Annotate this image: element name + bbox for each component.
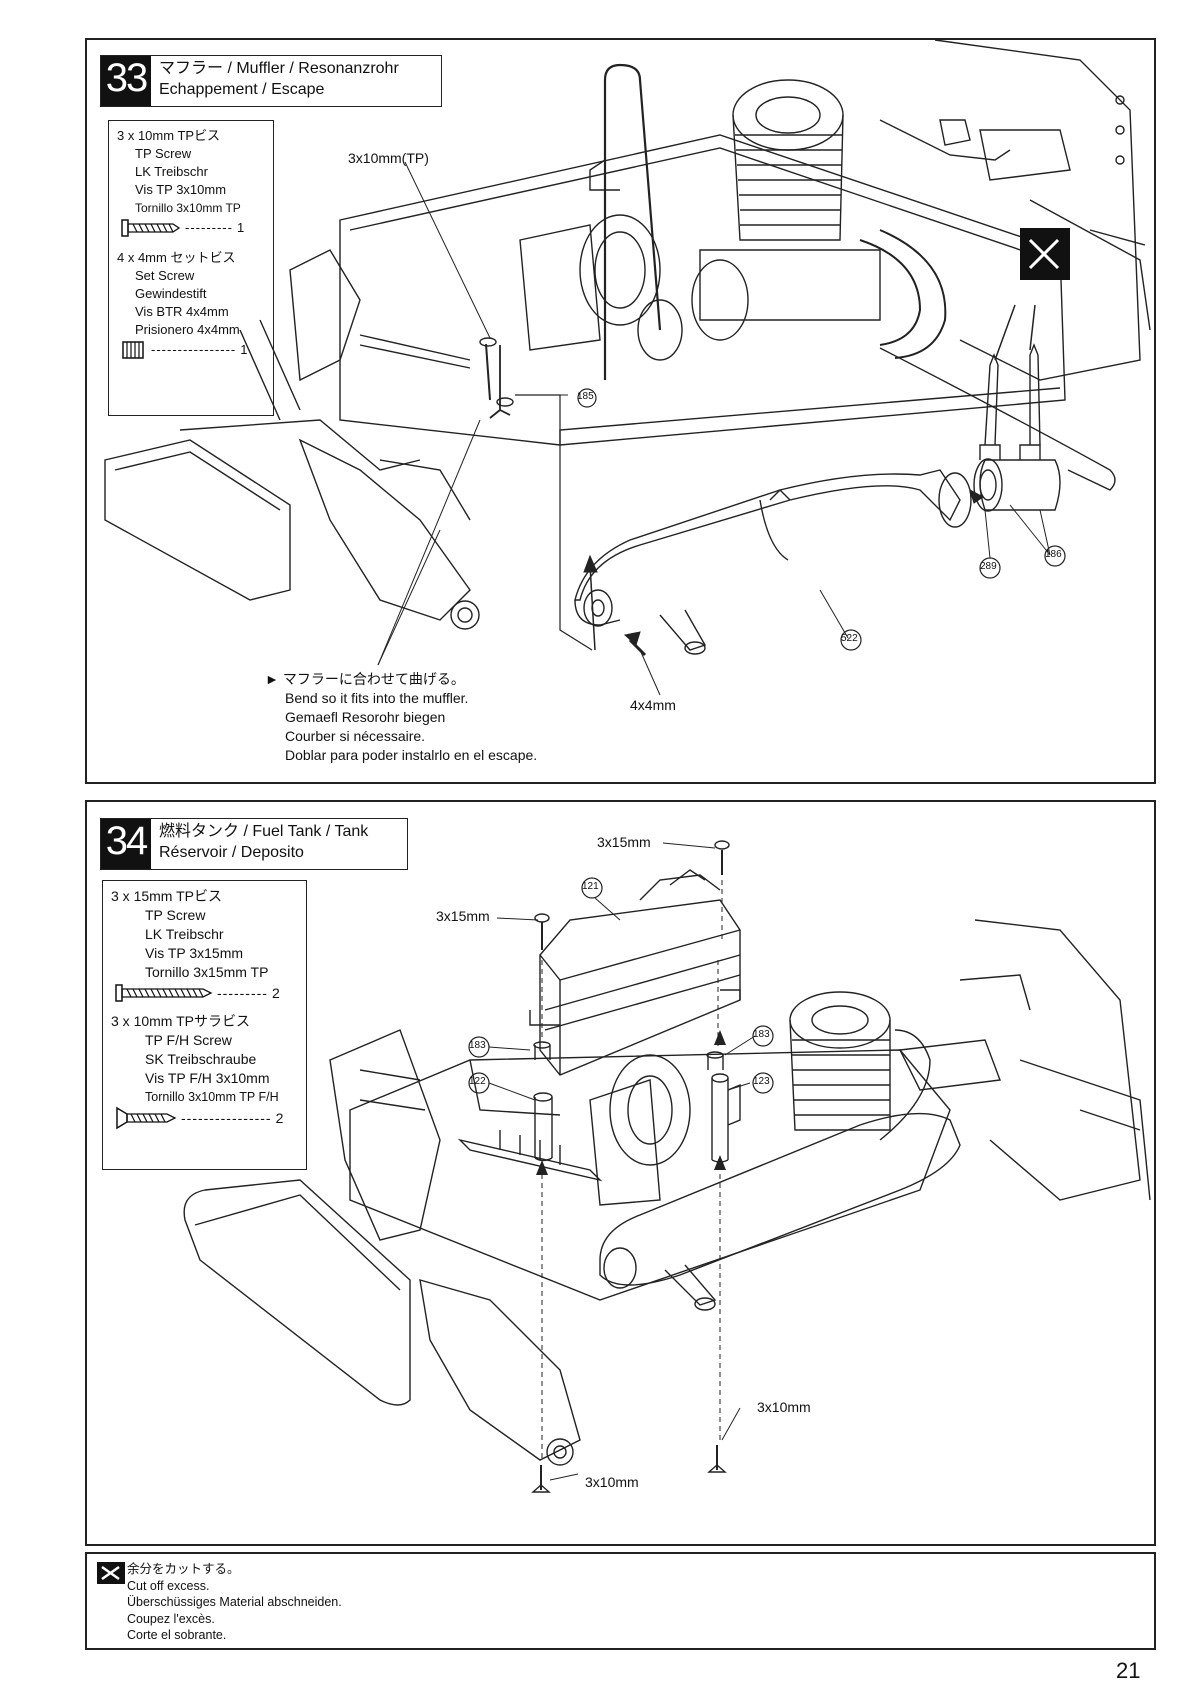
step34-parts-box: 3 x 15mm TPビス TP Screw LK Treibschr Vis … [102,880,307,1170]
step33-panel [85,38,1156,784]
nipper-icon [97,1562,125,1584]
bend-note-jp: マフラーに合わせて曲げる。 [282,671,465,687]
step33-screw2-size: 4 x 4mm セットビス [117,250,236,265]
step34-screw2-size: 3 x 10mm TPサラビス [111,1013,250,1029]
step33-screw2-name-2: Vis BTR 4x4mm [135,304,229,319]
step34-title-line2: Réservoir / Deposito [159,844,304,861]
step33-screw1-name-1: LK Treibschr [135,164,208,179]
footer-panel [85,1552,1156,1650]
step33-number: 33 [101,56,151,106]
label-screw-top-right: 3x15mm [597,834,651,850]
step34-screw2-qty: 2 [275,1109,284,1126]
step34-screw1-name-3: Tornillo 3x15mm TP [145,964,269,980]
footer-de: Überschüssiges Material abschneiden. [127,1595,342,1609]
step33-title-line2: Echappement / Escape [159,81,325,98]
footer-fr: Coupez l'excès. [127,1611,215,1626]
label-part-122: 122 [469,1076,486,1087]
step33-parts-box: 3 x 10mm TPビス TP Screw LK Treibschr Vis … [108,120,274,416]
footer-notes: 余分をカットする。 Cut off excess. Überschüssiges… [127,1561,342,1644]
bend-note-fr: Courber si nécessaire. [285,728,426,744]
step33-screw1-name-3: Tornillo 3x10mm TP [135,201,241,215]
step34-title-line1: 燃料タンク / Fuel Tank / Tank [159,823,369,840]
label-part-289: 289 [980,561,997,572]
step33-title-line1: マフラー / Muffler / Resonanzrohr [159,60,399,77]
footer-jp: 余分をカットする。 [127,1562,240,1576]
label-screw-bottom-left: 3x10mm [585,1474,639,1490]
step34-screw1-name-2: Vis TP 3x15mm [145,945,244,961]
label-screw-tp: 3x10mm(TP) [348,150,429,166]
label-part-183b: 183 [753,1029,770,1040]
step33-screw2-name-0: Set Screw [135,268,195,283]
flat-head-screw-icon [116,1106,177,1130]
tp-screw-icon [121,219,181,237]
step34-screw2-name-2: Vis TP F/H 3x10mm [145,1070,270,1086]
pointer-arrow-icon: ► [265,671,279,687]
bend-note-de: Gemaefl Resorohr biegen [285,709,446,725]
step34-screw1-qty: 2 [271,984,280,1001]
step34-number: 34 [101,819,151,869]
step34-screw2-name-3: Tornillo 3x10mm TP F/H [145,1090,279,1104]
bend-note-en: Bend so it fits into the muffler. [285,690,469,706]
step34-panel [85,800,1156,1546]
step33-screw1-name-2: Vis TP 3x10mm [135,182,227,197]
step33-screw2-qty: 1 [240,342,248,357]
label-part-185: 185 [577,391,594,402]
bend-note-es: Doblar para poder instalrlo en el escape… [285,747,538,763]
step34-title-box: 34 燃料タンク / Fuel Tank / Tank Réservoir / … [100,818,408,870]
step34-screw1-size: 3 x 15mm TPビス [111,888,222,904]
step33-screw1-name-0: TP Screw [135,146,192,161]
label-part-522: 522 [841,633,858,644]
set-screw-icon [122,341,144,359]
step34-screw2-name-0: TP F/H Screw [145,1032,232,1048]
step33-screw1-qty: 1 [236,220,245,235]
step34-screw1-name-0: TP Screw [145,907,206,923]
label-part-186: 186 [1045,549,1062,560]
footer-es: Corte el sobrante. [127,1628,227,1642]
page-number: 21 [1116,1658,1141,1683]
step33-screw2-name-3: Prisionero 4x4mm [135,322,240,337]
step33-screw2-name-1: Gewindestift [135,286,207,301]
label-screw-bottom-right: 3x10mm [757,1399,811,1415]
step33-title-box: 33 マフラー / Muffler / Resonanzrohr Echappe… [100,55,442,107]
tp-screw-icon [115,984,213,1002]
label-setscrew: 4x4mm [630,697,676,713]
label-part-123: 123 [753,1076,770,1087]
label-screw-top-left: 3x15mm [436,908,490,924]
bend-note: ► マフラーに合わせて曲げる。 Bend so it fits into the… [265,670,537,765]
label-part-121: 121 [582,881,599,892]
step33-screw1-size: 3 x 10mm TPビス [117,128,221,143]
label-part-183a: 183 [469,1040,486,1051]
step34-screw2-name-1: SK Treibschraube [145,1051,257,1067]
step34-screw1-name-1: LK Treibschr [145,926,224,942]
footer-en: Cut off excess. [127,1578,210,1593]
